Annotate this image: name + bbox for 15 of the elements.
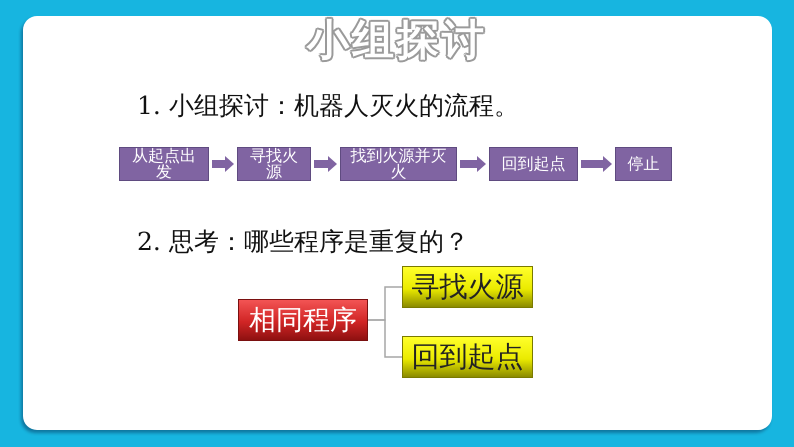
arrow bbox=[460, 156, 486, 172]
process-box: 从起点出发 bbox=[119, 147, 209, 181]
group-box: 相同程序 bbox=[238, 299, 368, 341]
step-box: 寻找火源 bbox=[402, 266, 533, 308]
arrow bbox=[581, 156, 612, 172]
process-box: 寻找火源 bbox=[237, 147, 311, 181]
question-text: 2. 思考：哪些程序是重复的？ bbox=[137, 226, 469, 258]
process-box: 停止 bbox=[615, 147, 672, 181]
arrow bbox=[314, 156, 337, 172]
process-box: 找到火源并灭火 bbox=[340, 147, 457, 181]
arrow bbox=[212, 156, 234, 172]
step-box: 回到起点 bbox=[402, 336, 533, 378]
process-box: 回到起点 bbox=[489, 147, 578, 181]
question-text: 1. 小组探讨：机器人灭火的流程。 bbox=[137, 90, 519, 122]
bracket-line bbox=[368, 319, 402, 358]
